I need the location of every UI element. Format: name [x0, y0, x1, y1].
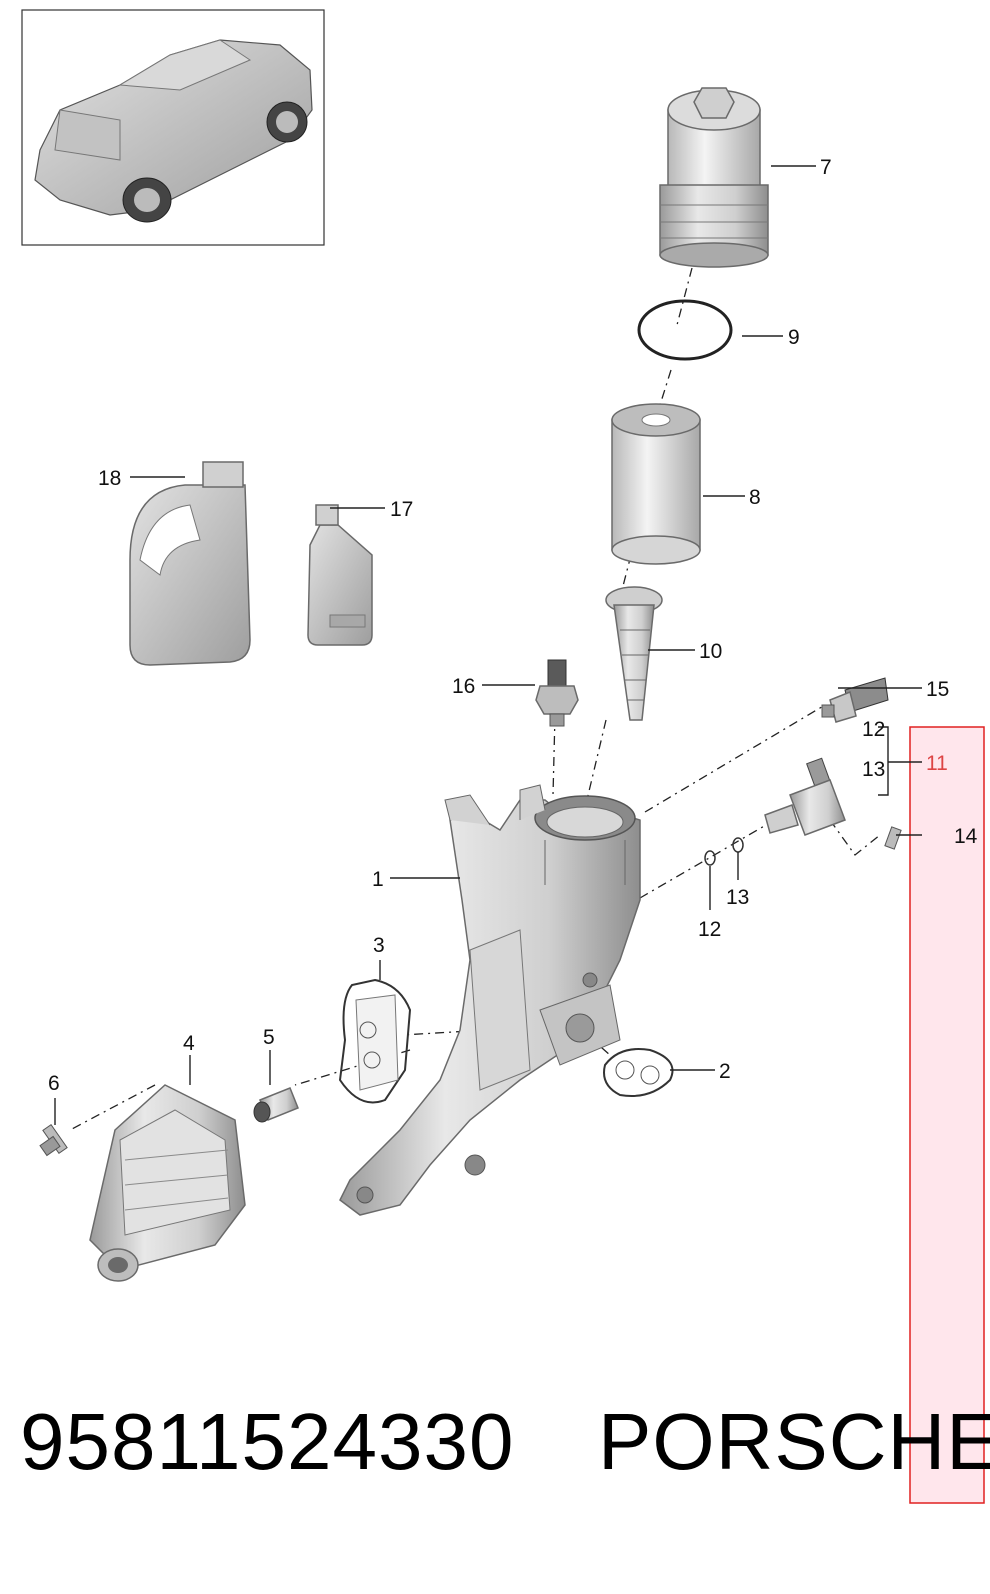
callout-8: 8: [749, 486, 761, 509]
part-6-bolt: [39, 1123, 68, 1157]
callout-9: 9: [788, 326, 800, 349]
callout-11: 11: [926, 752, 948, 775]
highlight-panel: [909, 726, 985, 1504]
part-12-seal-ring: [704, 850, 716, 866]
callout-13: 13: [726, 886, 749, 909]
callout-14: 14: [954, 825, 978, 848]
callout-labels: 7 9 8 10 15 16 18 17 12 13 11 14 13 12 1…: [48, 156, 978, 1095]
assembly-lines: [69, 267, 881, 1131]
vehicle-thumbnail: [21, 9, 325, 246]
callout-5: 5: [263, 1026, 275, 1049]
part-16-pressure-sensor: [535, 659, 579, 727]
callout-4: 4: [183, 1032, 195, 1055]
part-8-filter-element: [611, 403, 701, 565]
part-17-oil-bottle-small: [307, 504, 373, 646]
leader-lines: [54, 165, 922, 1125]
callout-6: 6: [48, 1072, 60, 1095]
part-11-control-valve: [764, 757, 846, 836]
part-14-bolt: [884, 826, 902, 850]
part-number: 95811524330: [20, 1397, 515, 1486]
callout-17: 17: [390, 498, 413, 521]
callout-12: 12: [698, 918, 721, 941]
callout-1: 1: [372, 868, 384, 891]
brand-name: PORSCHE: [598, 1397, 990, 1486]
part-2-gasket: [603, 1048, 674, 1097]
callout-12-group: 12: [862, 718, 885, 741]
part-10-filter-core: [605, 586, 663, 721]
callout-2: 2: [719, 1060, 731, 1083]
part-1-oil-filter-housing: [339, 784, 641, 1216]
part-5-connector-sleeve: [253, 1087, 299, 1123]
callout-13-group: 13: [862, 758, 885, 781]
callout-15: 15: [926, 678, 949, 701]
callout-7: 7: [820, 156, 832, 179]
part-7-filter-housing-cap: [659, 87, 769, 268]
callout-3: 3: [373, 934, 385, 957]
part-3-gasket: [338, 978, 412, 1104]
part-4-oil-cooler: [89, 1084, 246, 1282]
part-9-o-ring: [637, 299, 733, 361]
callout-18: 18: [98, 467, 121, 490]
callout-16: 16: [452, 675, 475, 698]
part-13-seal-ring: [732, 837, 744, 853]
callout-10: 10: [699, 640, 722, 663]
part-15-temperature-sensor: [821, 677, 889, 723]
part-18-oil-canister-large: [129, 461, 251, 666]
